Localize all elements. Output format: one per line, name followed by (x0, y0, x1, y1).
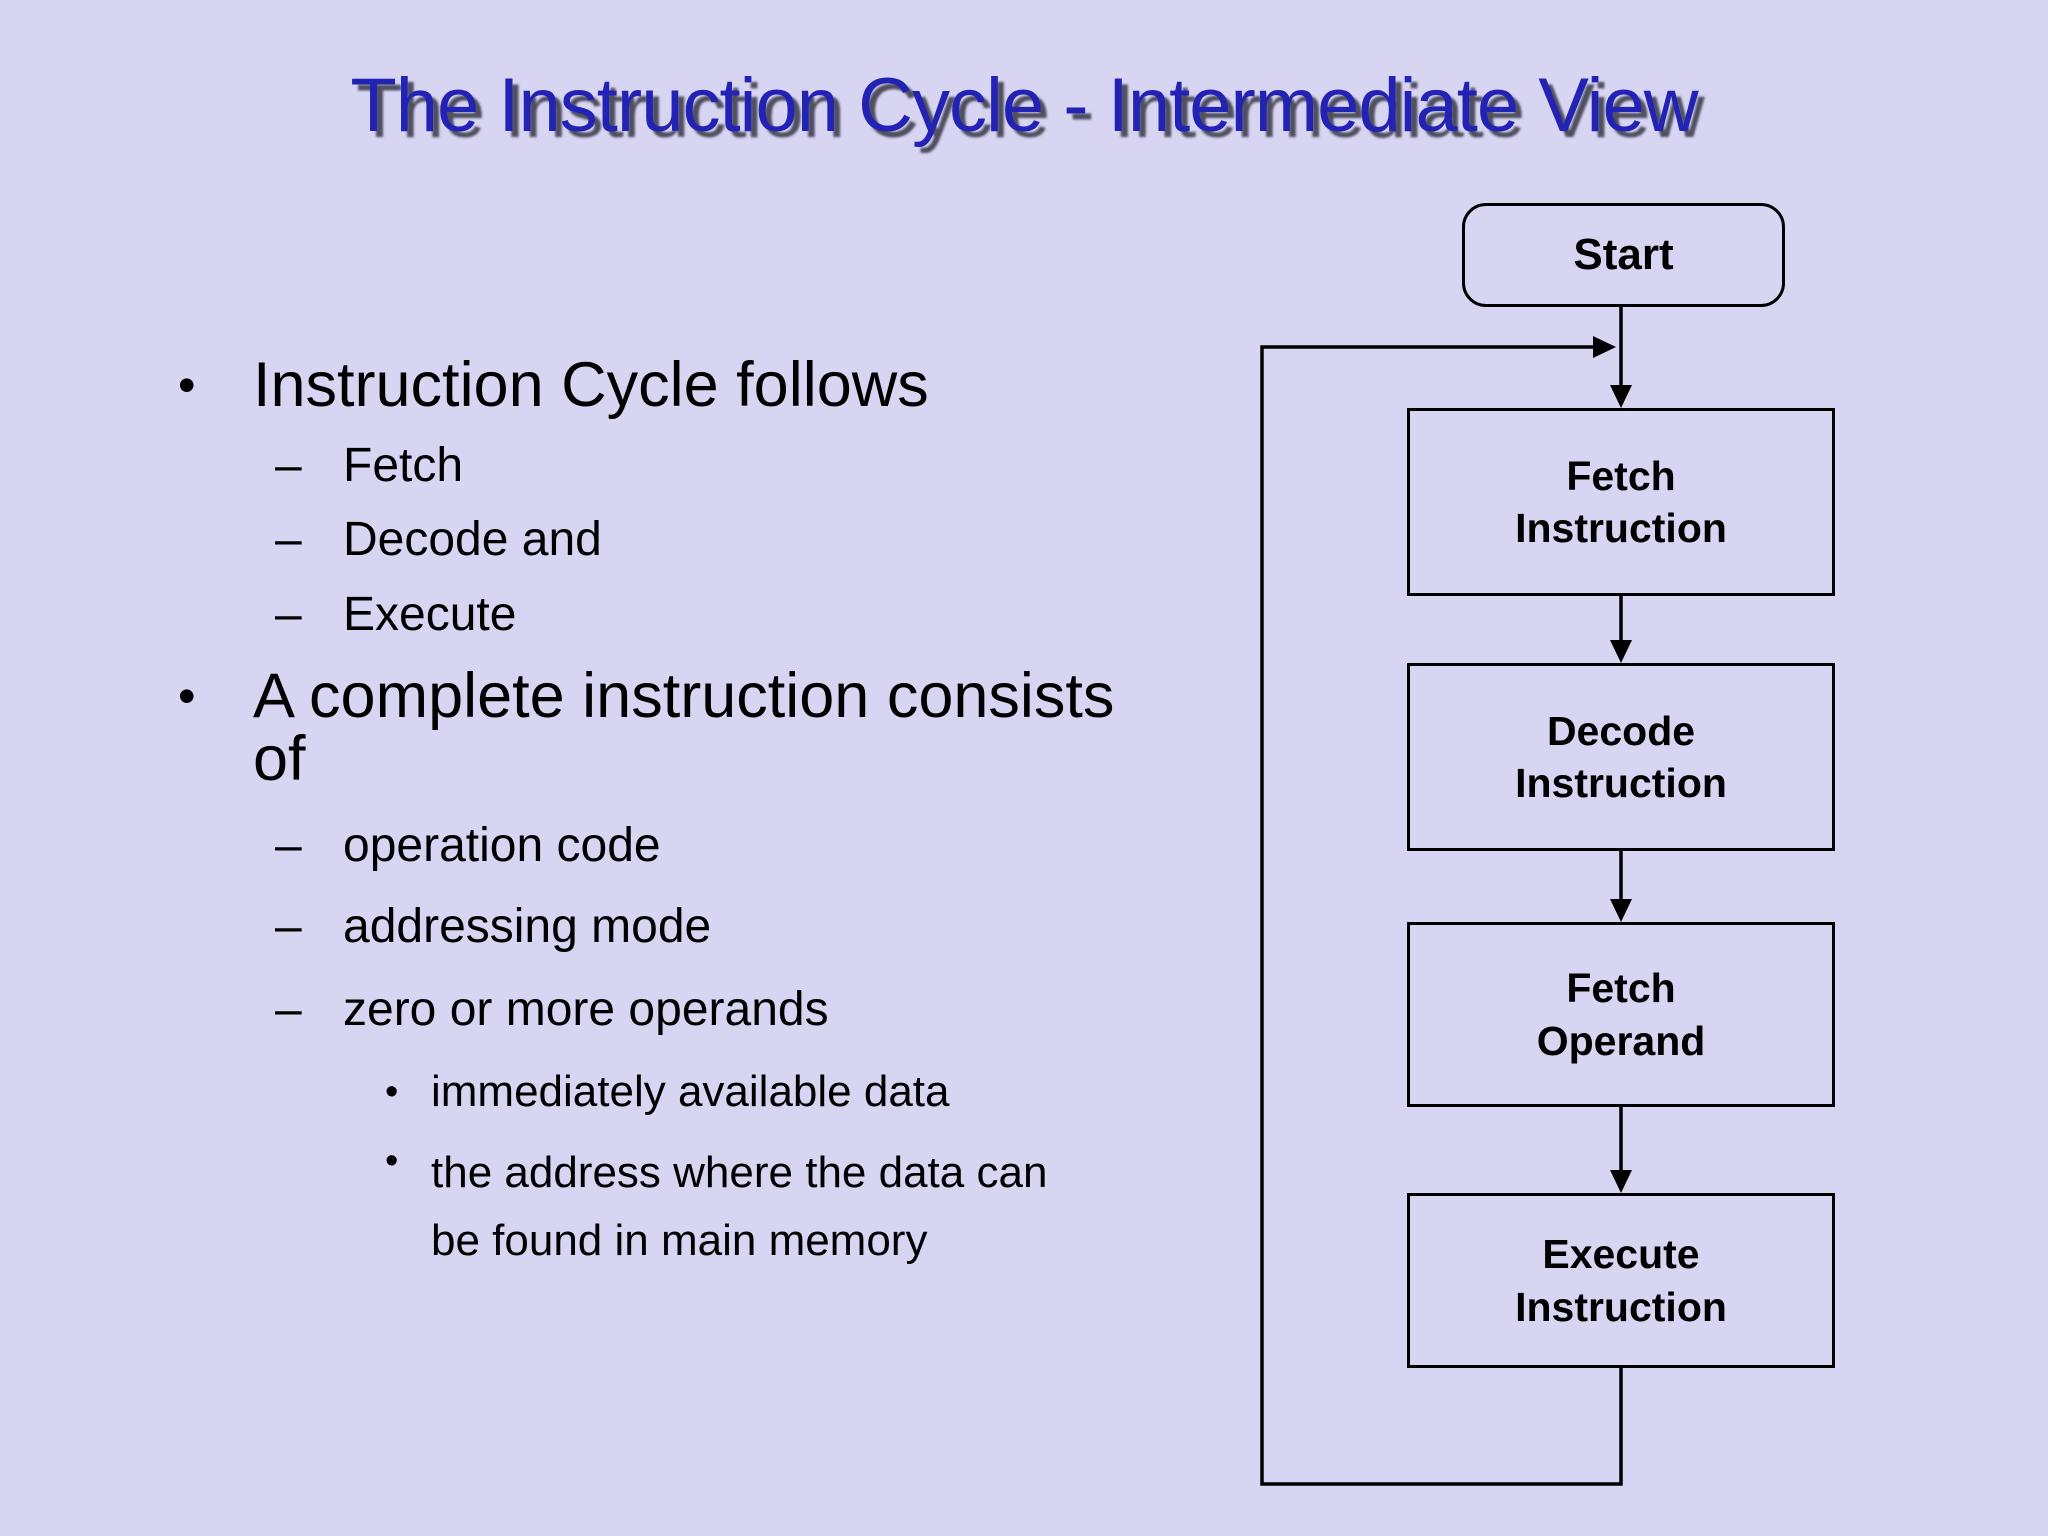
bullet-text: addressing mode (343, 900, 712, 953)
bullet-item: – operation code (275, 822, 1158, 870)
bullet-marker: – (275, 513, 302, 566)
bullet-item: • the address where the data can be foun… (385, 1139, 1158, 1275)
flow-node-label: Fetch Operand (1536, 965, 1706, 1064)
bullet-text: operation code (343, 819, 661, 872)
slide-title: The Instruction Cycle - Intermediate Vie… (350, 63, 1698, 148)
flow-node-label: Start (1573, 229, 1674, 279)
flow-node-fetch-instruction: Fetch Instruction (1407, 408, 1835, 596)
bullet-item: – Decode and (275, 516, 1158, 564)
bullet-item: – Fetch (275, 442, 1158, 490)
bullet-marker: – (275, 900, 302, 953)
bullet-item: • Instruction Cycle follows (178, 354, 1158, 417)
arrowhead-down-icon (1610, 640, 1632, 663)
arrowhead-down-icon (1610, 899, 1632, 922)
bullet-marker: – (275, 983, 302, 1036)
flow-node-decode-instruction: Decode Instruction (1407, 663, 1835, 851)
bullet-marker: • (385, 1071, 399, 1113)
flow-node-start: Start (1462, 203, 1785, 307)
bullet-marker: – (275, 819, 302, 872)
loop-back-line (1260, 345, 1623, 1486)
bullet-marker: – (275, 588, 302, 641)
bullet-text: Execute (343, 588, 517, 641)
flow-node-label: Decode Instruction (1515, 707, 1727, 806)
bullet-item: • immediately available data (385, 1070, 1158, 1114)
arrowhead-down-icon (1610, 1170, 1632, 1193)
bullet-marker: – (275, 439, 302, 492)
flow-node-fetch-operand: Fetch Operand (1407, 922, 1835, 1107)
bullet-text: Fetch (343, 439, 464, 492)
bullet-text: the address where the data can be found … (431, 1148, 1048, 1265)
flow-node-label: Execute Instruction (1515, 1231, 1727, 1330)
bullet-marker: • (385, 1140, 399, 1182)
flow-node-label: Fetch Instruction (1515, 452, 1727, 551)
arrowhead-right-icon (1593, 336, 1616, 358)
arrowhead-down-icon (1610, 385, 1632, 408)
bullet-text: Instruction Cycle follows (253, 350, 929, 420)
bullet-text: Decode and (343, 513, 602, 566)
bullet-text: A complete instruction consists of (253, 661, 1115, 794)
flow-node-execute-instruction: Execute Instruction (1407, 1193, 1835, 1368)
bullet-list: • Instruction Cycle follows – Fetch – De… (178, 340, 1158, 1275)
bullet-item: – addressing mode (275, 903, 1158, 951)
bullet-marker: • (178, 668, 196, 724)
bullet-item: • A complete instruction consists of (178, 665, 1158, 791)
bullet-item: – zero or more operands (275, 986, 1158, 1034)
bullet-text: immediately available data (431, 1067, 950, 1116)
bullet-item: – Execute (275, 591, 1158, 639)
bullet-marker: • (178, 357, 196, 413)
bullet-text: zero or more operands (343, 983, 829, 1036)
